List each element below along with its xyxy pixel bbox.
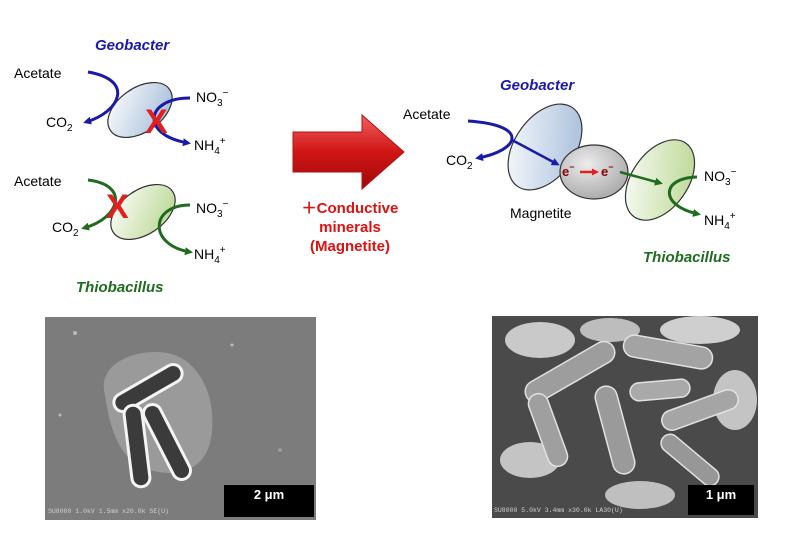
- right-co2-label: CO2: [446, 152, 473, 172]
- micrograph-left-bacterium-1: [112, 363, 184, 413]
- magnetite-label: Magnetite: [510, 205, 572, 221]
- left-thiobacillus-blocked-x: X: [106, 188, 129, 226]
- micrograph-right: [492, 316, 758, 518]
- right-geobacter-label: Geobacter: [500, 77, 575, 94]
- left-geobacter-co2-label: CO2: [46, 114, 73, 134]
- transition-group: ＋Conductive minerals (Magnetite): [292, 113, 405, 255]
- left-geobacter-group: Geobacter Acetate CO2 NO3− NH4+ X: [14, 37, 229, 157]
- right-panel-group: Geobacter Acetate CO2 e− e− Magnetite NO…: [403, 77, 737, 266]
- right-nitrate-to-ammonium-arrow: [668, 175, 701, 217]
- conductive-label-line1: ＋Conductive: [302, 200, 399, 217]
- transition-arrow: [292, 113, 405, 191]
- left-geobacter-no3-label: NO3−: [196, 88, 229, 109]
- micrograph-left-bacterium-3: [141, 402, 193, 482]
- left-geobacter-label: Geobacter: [95, 37, 170, 54]
- electron-label-right: e−: [601, 162, 614, 179]
- micrograph-right-bacterium-6: [660, 433, 720, 487]
- right-acetate-label: Acetate: [403, 106, 451, 122]
- left-geobacter-nitrate-arrow: [152, 96, 191, 147]
- left-thiobacillus-acetate-label: Acetate: [14, 173, 62, 189]
- micrograph-right-bacterium-2: [622, 334, 714, 370]
- micrograph-right-bacterium-3: [594, 385, 636, 475]
- electron-label-left: e−: [562, 162, 575, 179]
- micrograph-right-bacterium-4: [661, 388, 739, 432]
- left-thiobacillus-label: Thiobacillus: [76, 279, 164, 296]
- left-thiobacillus-nitrate-arrow: [157, 203, 193, 256]
- left-geobacter-blocked-x: X: [145, 103, 168, 141]
- left-geobacter-nh4-label: NH4+: [194, 136, 226, 157]
- micrograph-right-bacterium-5: [527, 392, 569, 468]
- micrograph-right-scale-bar: 1 μm: [688, 485, 754, 515]
- conductive-label-line3: (Magnetite): [310, 238, 390, 255]
- right-no3-label: NO3−: [704, 167, 737, 188]
- left-geobacter-acetate-label: Acetate: [14, 65, 62, 81]
- micrograph-right-info: SU8000 5.0kV 3.4mm x30.0k LA30(U): [494, 507, 623, 514]
- micrograph-left-scale-label: 2 μm: [253, 487, 285, 502]
- micrograph-right-scale-label: 1 μm: [705, 487, 737, 502]
- left-thiobacillus-no3-label: NO3−: [196, 199, 229, 220]
- left-thiobacillus-co2-label: CO2: [52, 219, 79, 239]
- micrograph-left-bacterium-2: [122, 403, 152, 489]
- micrograph-left-info: SU8000 1.0kV 1.5mm x20.0k SE(U): [48, 508, 169, 515]
- left-geobacter-acetate-arrow: [83, 70, 120, 125]
- micrograph-left-scale-bar: 2 μm: [224, 485, 314, 517]
- right-thiobacillus-label: Thiobacillus: [643, 249, 731, 266]
- right-electron-release-arrow: [511, 138, 560, 166]
- left-thiobacillus-group: Acetate CO2 NO3− NH4+ X Thiobacillus: [14, 173, 229, 296]
- right-nh4-label: NH4+: [704, 211, 736, 232]
- conductive-label-line2: minerals: [319, 219, 381, 236]
- right-electron-uptake-arrow: [619, 170, 663, 186]
- right-acetate-to-co2-arrow: [467, 119, 514, 161]
- micrograph-right-bacterium-7: [629, 378, 691, 402]
- left-thiobacillus-nh4-label: NH4+: [194, 245, 226, 266]
- left-thiobacillus-acetate-arrow: [81, 178, 117, 231]
